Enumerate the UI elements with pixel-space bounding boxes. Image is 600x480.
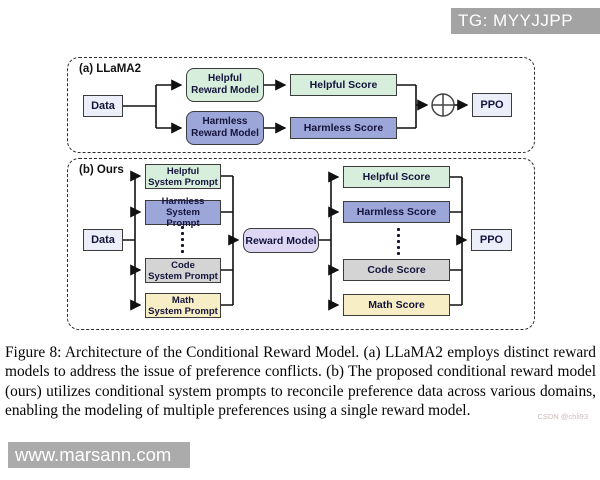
figure-caption: Figure 8: Architecture of the Conditiona… <box>5 344 596 420</box>
ppo-box-a: PPO <box>472 93 512 117</box>
math-score-box-b: Math Score <box>343 294 450 316</box>
data-box-b: Data <box>83 229 123 251</box>
panel-ours <box>67 158 535 330</box>
tg-watermark-badge: TG: MYYJJPP <box>451 8 600 34</box>
site-watermark-bar: www.marsann.com <box>8 442 190 468</box>
harmless-score-box-a: Harmless Score <box>290 117 397 139</box>
ppo-box-b: PPO <box>471 229 512 251</box>
code-score-box-b: Code Score <box>343 259 450 281</box>
data-box-a: Data <box>83 95 123 117</box>
vertical-ellipsis-icon <box>397 228 400 255</box>
helpful-reward-model-box: Helpful Reward Model <box>186 68 264 102</box>
panel-a-label: (a) LLaMA2 <box>79 63 141 75</box>
helpful-score-box-a: Helpful Score <box>290 74 397 96</box>
harmless-score-box-b: Harmless Score <box>343 201 450 223</box>
csdn-watermark: CSDN @chli93 <box>537 412 588 421</box>
harmless-system-prompt-box: Harmless System Prompt <box>145 196 221 229</box>
circled-plus-icon <box>431 93 455 117</box>
helpful-score-box-b: Helpful Score <box>343 166 450 188</box>
vertical-ellipsis-icon <box>181 226 184 253</box>
code-system-prompt-box: Code System Prompt <box>145 258 221 283</box>
reward-model-box: Reward Model <box>243 228 319 253</box>
math-system-prompt-box: Math System Prompt <box>145 293 221 318</box>
panel-llama2 <box>67 57 535 153</box>
harmless-reward-model-box: Harmless Reward Model <box>186 111 264 145</box>
panel-b-label: (b) Ours <box>79 164 124 176</box>
helpful-system-prompt-box: Helpful System Prompt <box>145 164 221 189</box>
